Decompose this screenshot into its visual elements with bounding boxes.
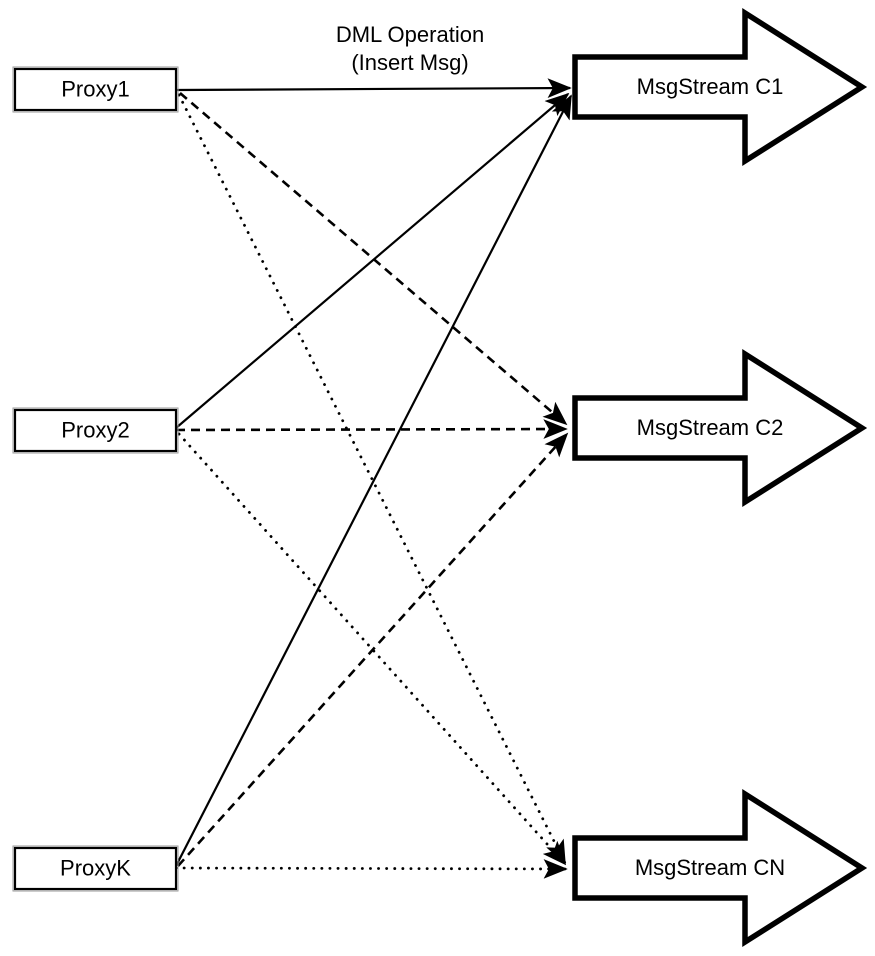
proxy-box-outline — [12, 407, 179, 454]
connector-proxy2-c2 — [175, 419, 568, 439]
connector-proxy2-cn — [177, 432, 567, 866]
msgstream-label: MsgStream C2 — [637, 415, 784, 440]
proxy-box-outline — [12, 845, 179, 892]
proxy-label: Proxy2 — [61, 417, 129, 442]
msgstream-stream_c1[interactable]: MsgStream C1 — [572, 8, 868, 166]
dml-operation-label-line1: DML Operation — [336, 22, 484, 47]
edge-label-layer: DML Operation (Insert Msg) — [336, 22, 484, 75]
msgstream-stream_cn[interactable]: MsgStream CN — [572, 789, 868, 947]
proxy-box — [13, 67, 178, 112]
connector-proxy1-c1 — [175, 78, 572, 99]
proxy-node-proxyK[interactable]: ProxyK — [12, 845, 179, 892]
connector-proxyK-c1 — [175, 94, 572, 867]
proxy-node-proxy1[interactable]: Proxy1 — [12, 66, 179, 113]
proxy-box — [13, 846, 178, 891]
msgstream-arrow-shape — [572, 8, 868, 166]
proxy-label: Proxy1 — [61, 76, 129, 101]
msgstream-stream_c2[interactable]: MsgStream C2 — [572, 349, 868, 507]
proxy-node-proxy2[interactable]: Proxy2 — [12, 407, 179, 454]
msgstream-label: MsgStream C1 — [637, 74, 784, 99]
msgstream-arrow-shape — [572, 349, 868, 507]
connector-proxy1-c2 — [179, 92, 568, 426]
msgstream-arrow-shape — [572, 789, 868, 947]
msgstream-label: MsgStream CN — [635, 855, 785, 880]
connector-proxy1-cn — [177, 93, 567, 865]
proxy-label: ProxyK — [60, 855, 131, 880]
connector-proxy2-c1 — [175, 92, 570, 429]
connector-proxyK-cn — [174, 859, 568, 879]
proxy-box — [13, 408, 178, 453]
msgstream-layer: MsgStream C1 MsgStream C2 MsgStream CN — [572, 8, 868, 947]
proxy-box-outline — [12, 66, 179, 113]
dml-operation-label-line2: (Insert Msg) — [351, 50, 468, 75]
connector-layer — [174, 78, 572, 879]
connector-proxyK-c2 — [177, 432, 569, 867]
